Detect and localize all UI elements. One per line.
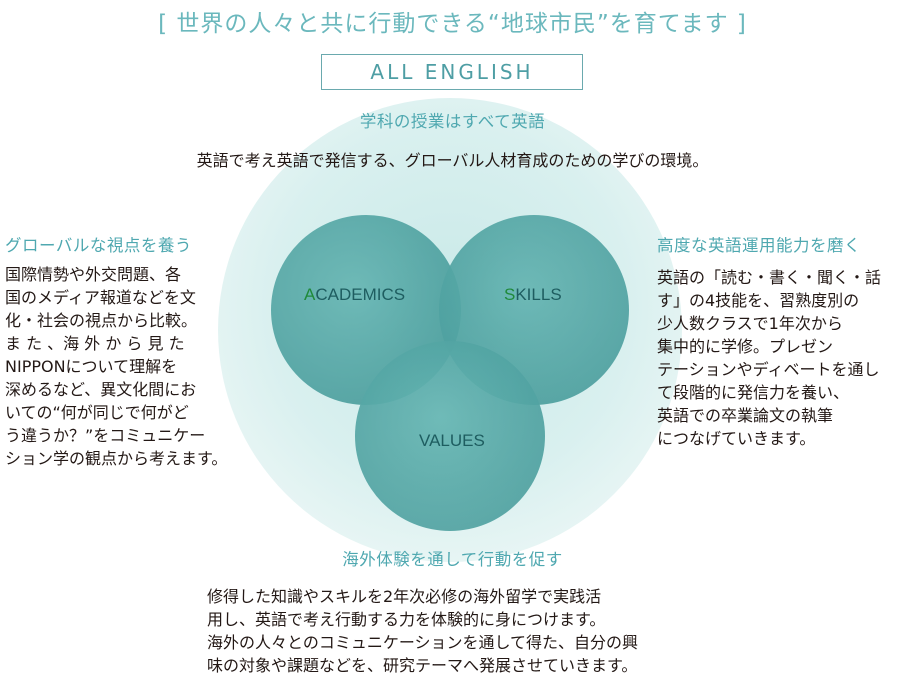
right-line: て段階的に発信力を養い、 bbox=[657, 383, 850, 402]
left-section-heading: グローバルな視点を養う bbox=[5, 236, 192, 255]
main-title: [ 世界の人々と共に行動できる“地球市民”を育てます ] bbox=[158, 11, 747, 37]
right-line: 英語の「読む・書く・聞く・話 bbox=[657, 268, 882, 287]
left-line: う違うか？”をコミュニケー bbox=[5, 426, 206, 445]
left-line: いての“何が同じで何がど bbox=[5, 403, 189, 422]
right-line: テーションやディベートを通し bbox=[657, 360, 880, 379]
right-line: 集中的に学修。プレゼン bbox=[657, 337, 834, 356]
right-line: につなげていきます。 bbox=[657, 429, 816, 448]
skills-label: SKILLS bbox=[504, 285, 562, 304]
left-line: 深めるなど、異文化間にお bbox=[5, 380, 197, 399]
right-section-heading: 高度な英語運用能力を磨く bbox=[657, 236, 861, 255]
left-line: NIPPONについて理解を bbox=[5, 357, 178, 376]
left-line: 化・社会の視点から比較。 bbox=[5, 311, 198, 330]
bottom-section-heading: 海外体験を通して行動を促す bbox=[342, 550, 563, 569]
all-english-badge: ALL ENGLISH bbox=[321, 54, 583, 90]
left-line: ション学の観点から考えます。 bbox=[5, 449, 228, 468]
left-line: 国際情勢や外交問題、各 bbox=[5, 265, 182, 284]
right-line: 英語での卒業論文の執筆 bbox=[657, 406, 834, 425]
right-line: 少人数クラスで1年次から bbox=[657, 314, 843, 333]
right-section-text: 英語の「読む・書く・聞く・話 す」の4技能を、習熟度別の 少人数クラスで1年次か… bbox=[657, 266, 902, 450]
values-label: VALUES bbox=[419, 431, 485, 450]
academics-label: ACADEMICS bbox=[304, 285, 405, 304]
bottom-line: 味の対象や課題などを、研究テーマへ発展させていきます。 bbox=[207, 656, 638, 675]
left-section-text: 国際情勢や外交問題、各 国のメディア報道などを文 化・社会の視点から比較。 ま … bbox=[5, 263, 265, 470]
top-section-text: 英語で考え英語で発信する、グローバル人材育成のための学びの環境。 bbox=[196, 151, 709, 170]
top-section-heading: 学科の授業はすべて英語 bbox=[359, 112, 546, 131]
bottom-line: 用し、英語で考え行動する力を体験的に身につけます。 bbox=[207, 610, 606, 629]
right-line: す」の4技能を、習熟度別の bbox=[657, 291, 860, 310]
values-circle bbox=[355, 341, 545, 531]
left-line: 国のメディア報道などを文 bbox=[5, 288, 196, 307]
bottom-line: 修得した知識やスキルを2年次必修の海外留学で実践活 bbox=[207, 587, 602, 606]
bottom-line: 海外の人々とのコミュニケーションを通して得た、自分の興 bbox=[207, 633, 639, 652]
left-line: ま た 、海 外 か ら 見 た bbox=[5, 334, 185, 353]
bottom-section-text: 修得した知識やスキルを2年次必修の海外留学で実践活 用し、英語で考え行動する力を… bbox=[207, 585, 727, 677]
